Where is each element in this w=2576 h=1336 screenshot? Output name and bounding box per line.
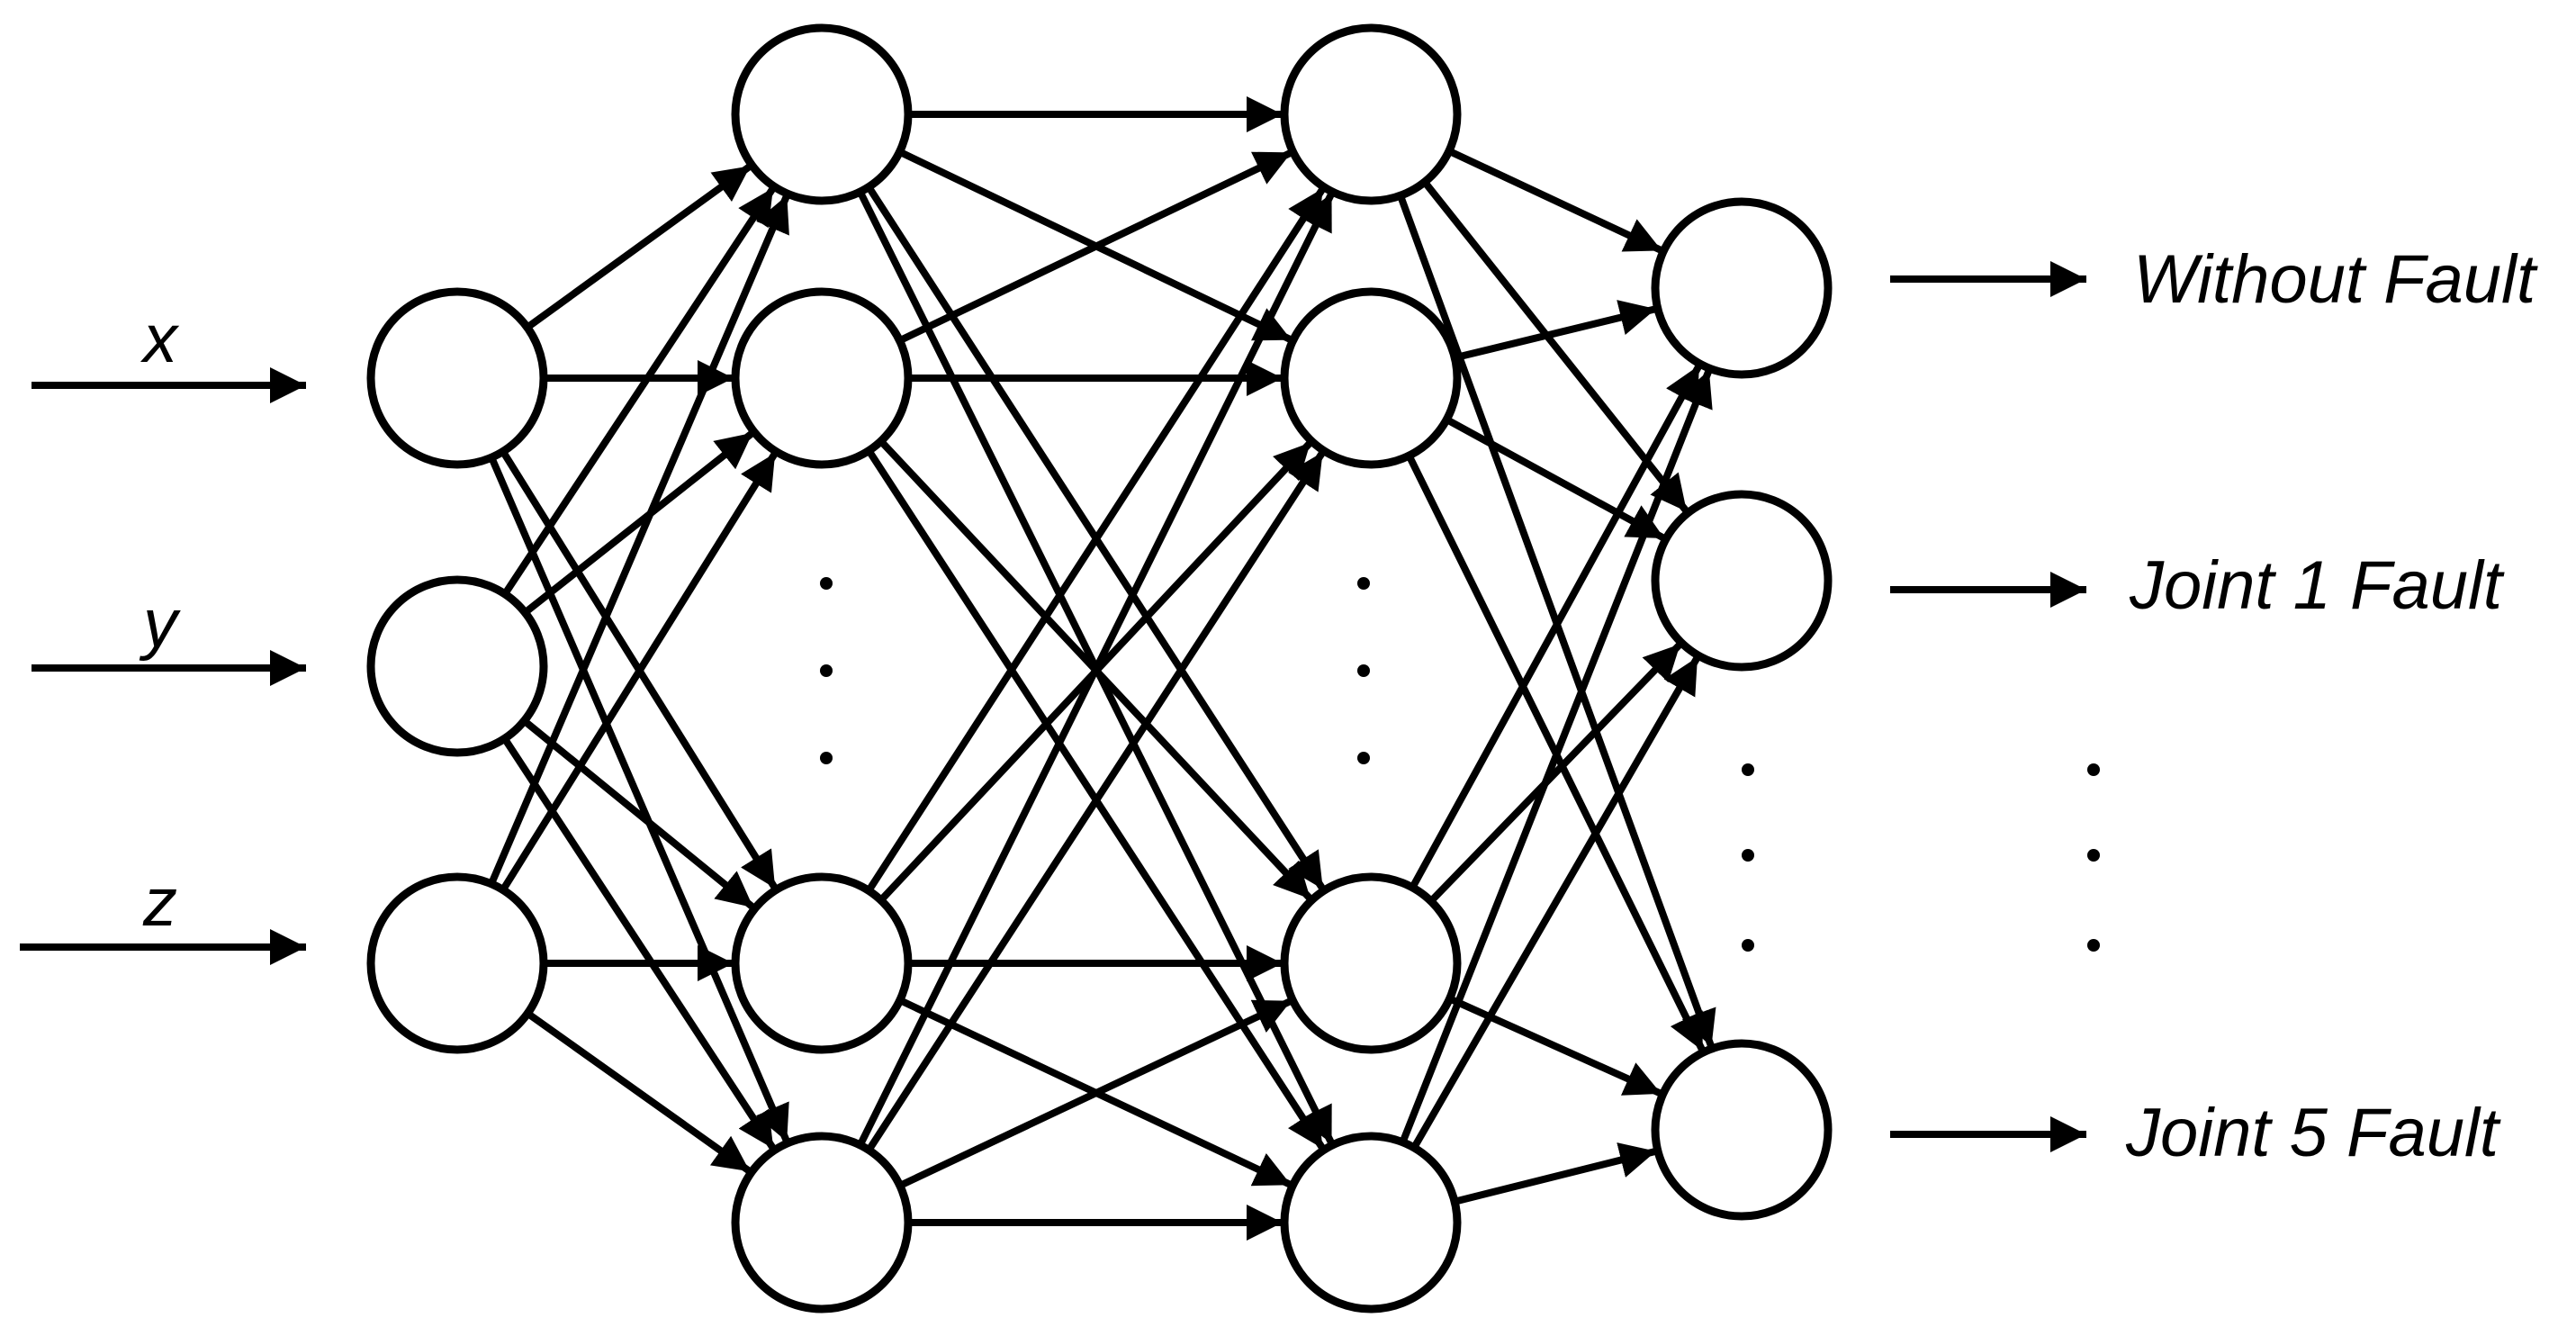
hidden1-neuron-2 xyxy=(731,287,913,469)
hidden1-neuron-1 xyxy=(731,23,913,205)
connection-input-1-to-hidden1-2 xyxy=(521,718,756,911)
connection-input-1-to-hidden1-3 xyxy=(501,736,777,1151)
output-arrows xyxy=(1890,261,2086,1152)
connection-hidden2-1-to-output-0 xyxy=(1454,300,1657,362)
input-label-z: z xyxy=(142,864,177,941)
ellipsis-dot-2-1 xyxy=(1357,577,1370,590)
output-label-joint-1-fault: Joint 1 Fault xyxy=(2129,547,2505,624)
input-neuron-3 xyxy=(366,872,548,1054)
connection-input-1-to-hidden1-0 xyxy=(501,185,777,597)
ellipsis-dot-4-3 xyxy=(2087,939,2100,952)
hidden1-neuron-3 xyxy=(731,872,913,1054)
connection-input-2-to-hidden1-3 xyxy=(525,1010,752,1175)
connection-hidden2-0-to-output-0 xyxy=(1447,148,1663,255)
ellipsis-dot-2-3 xyxy=(1357,752,1370,764)
connection-hidden2-0-to-output-1 xyxy=(1421,179,1690,514)
connection-hidden2-3-to-output-0 xyxy=(1399,368,1713,1144)
input-neuron-2 xyxy=(366,575,548,757)
neurons xyxy=(366,23,1833,1313)
output-label-without-fault: Without Fault xyxy=(2133,241,2538,318)
ellipsis-dot-1-2 xyxy=(820,664,833,677)
hidden2-neuron-1 xyxy=(1280,23,1462,205)
ellipsis-dot-4-1 xyxy=(2087,763,2100,776)
hidden2-neuron-4 xyxy=(1280,1132,1462,1313)
connection-hidden2-2-to-output-0 xyxy=(1409,363,1703,889)
ellipsis-dot-4-2 xyxy=(2087,849,2100,862)
connection-hidden2-3-to-output-2 xyxy=(1454,1142,1657,1205)
connection-hidden1-3-to-hidden2-0 xyxy=(857,192,1336,1147)
ellipsis-dot-1-1 xyxy=(820,577,833,590)
connection-hidden1-2-to-hidden2-0 xyxy=(865,186,1327,893)
output-label-joint-5-fault: Joint 5 Fault xyxy=(2125,1095,2501,1171)
output-neuron-1 xyxy=(1651,197,1833,379)
connection-hidden2-1-to-output-1 xyxy=(1445,416,1666,542)
input-label-y: y xyxy=(139,585,181,662)
hidden2-neuron-2 xyxy=(1280,287,1462,469)
connection-input-2-to-hidden1-1 xyxy=(500,451,779,892)
connection-hidden1-1-to-hidden2-0 xyxy=(897,149,1293,345)
connection-input-2-to-hidden1-0 xyxy=(488,194,790,886)
ellipsis-dot-1-3 xyxy=(820,752,833,764)
input-arrows xyxy=(20,367,306,965)
ellipsis-dot-2-2 xyxy=(1357,664,1370,677)
input-label-x: x xyxy=(140,301,180,377)
ellipsis-dot-3-1 xyxy=(1742,763,1754,776)
hidden2-neuron-3 xyxy=(1280,872,1462,1054)
input-neuron-1 xyxy=(366,287,548,469)
output-neuron-2 xyxy=(1651,490,1833,672)
connections xyxy=(488,96,1716,1241)
connection-hidden1-3-to-hidden2-2 xyxy=(898,997,1293,1189)
connection-hidden2-2-to-output-2 xyxy=(1447,995,1663,1097)
connection-input-0-to-hidden1-3 xyxy=(488,456,790,1143)
connection-input-1-to-hidden1-1 xyxy=(522,429,755,616)
hidden1-neuron-4 xyxy=(731,1132,913,1313)
ellipsis-dot-3-2 xyxy=(1742,849,1754,862)
output-neuron-3 xyxy=(1651,1039,1833,1221)
connection-hidden1-3-to-hidden2-1 xyxy=(865,450,1326,1152)
ellipsis-dots xyxy=(820,577,2100,952)
ellipsis-dot-3-3 xyxy=(1742,939,1754,952)
connection-input-0-to-hidden1-0 xyxy=(525,163,752,330)
connection-hidden2-2-to-output-1 xyxy=(1428,641,1683,904)
connection-hidden2-3-to-output-1 xyxy=(1410,654,1701,1150)
